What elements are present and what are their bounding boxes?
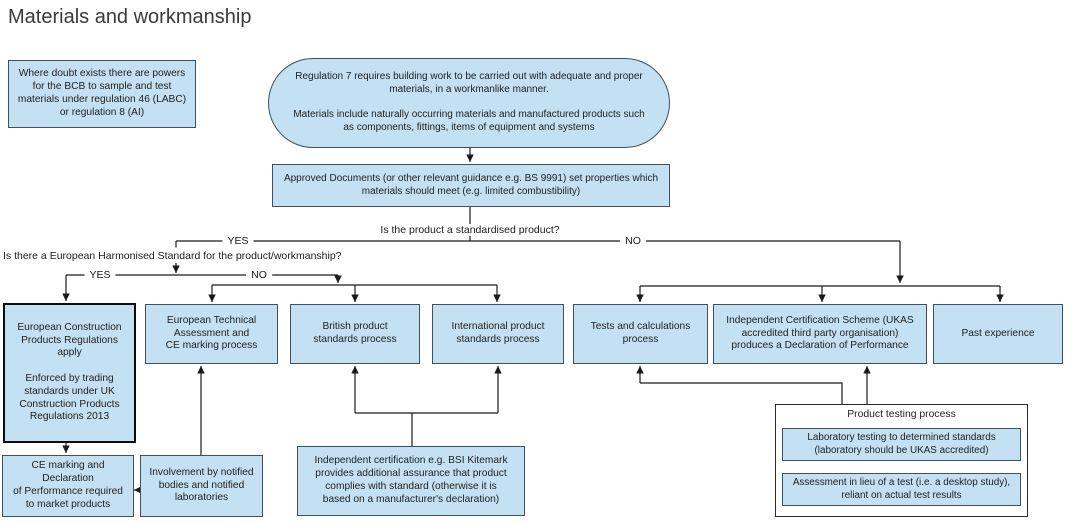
node-independent-certification-scheme: Independent Certification Scheme (UKAS a…: [713, 304, 927, 364]
node-kitemark: Independent certification e.g. BSI Kitem…: [297, 446, 525, 516]
label-standardised-yes: YES: [222, 235, 254, 247]
node-regulation-7: Regulation 7 requires building work to b…: [268, 58, 670, 148]
node-ce-marking: CE marking and Declaration of Performanc…: [2, 455, 134, 517]
node-product-testing-process: Product testing process Laboratory testi…: [775, 404, 1028, 517]
node-european-technical-assessment: European Technical Assessment and CE mar…: [145, 304, 278, 364]
node-laboratory-testing: Laboratory testing to determined standar…: [782, 428, 1021, 461]
node-approved-documents: Approved Documents (or other relevant gu…: [272, 164, 670, 207]
node-past-experience: Past experience: [933, 304, 1063, 364]
node-international-standards: International product standards process: [432, 304, 564, 364]
question-harmonised-standard: Is there a European Harmonised Standard …: [3, 250, 342, 262]
page-title: Materials and workmanship: [8, 6, 252, 28]
question-standardised-product: Is the product a standardised product?: [375, 224, 565, 236]
label-harmonised-yes: YES: [84, 269, 116, 281]
node-british-standards: British product standards process: [290, 304, 420, 364]
node-where-doubt: Where doubt exists there are powers for …: [8, 60, 196, 128]
node-assessment-in-lieu: Assessment in lieu of a test (i.e. a des…: [782, 473, 1021, 506]
product-testing-title: Product testing process: [847, 409, 956, 420]
label-standardised-no: NO: [620, 235, 646, 247]
node-european-construction-products-regulations: European Construction Products Regulatio…: [3, 303, 136, 443]
node-notified-bodies: Involvement by notified bodies and notif…: [140, 455, 263, 517]
label-harmonised-no: NO: [246, 269, 272, 281]
node-tests-and-calculations: Tests and calculations process: [573, 304, 708, 364]
